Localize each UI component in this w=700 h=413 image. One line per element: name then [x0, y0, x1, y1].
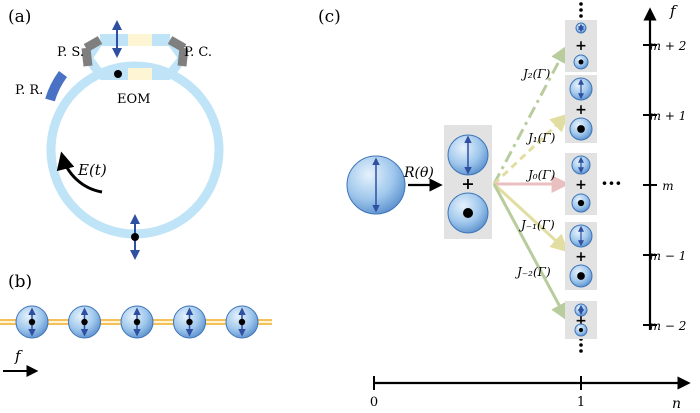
n-tick-label-1: 1 [577, 395, 585, 410]
rotation-label: R(θ) [403, 165, 434, 181]
sphere-b-5 [225, 305, 259, 339]
bessel-label-plus2: J₂(Γ) [520, 67, 551, 81]
panel-label-a: (a) [8, 7, 31, 27]
n-axis-label: n [672, 396, 681, 412]
svg-text:+: + [575, 38, 587, 54]
f-tick-label-3: m − 1 [650, 249, 687, 263]
panel-label-b: (b) [8, 272, 32, 292]
output-box-plus1: + [565, 75, 597, 143]
f-axis-ticks: m + 2 m + 1 m m − 1 m − 2 [643, 39, 686, 333]
output-box-0: + [565, 153, 597, 215]
polarization-splitter [81, 36, 103, 67]
f-tick-label-1: m + 1 [650, 109, 687, 123]
polarization-combiner [167, 36, 189, 67]
rotated-plus: + [461, 174, 474, 193]
column-ellipsis-top [579, 2, 583, 18]
sphere-b-3 [120, 305, 154, 339]
arrow-order-minus2 [492, 183, 568, 322]
eom-label: EOM [117, 92, 150, 107]
svg-text:+: + [575, 102, 587, 118]
f-tick-label-0: m + 2 [650, 39, 687, 53]
sphere-b-4 [173, 305, 206, 339]
bessel-label-minus1: J₋₁(Γ) [518, 218, 555, 232]
arrow-order-plus1 [492, 113, 569, 186]
eom-upper-segment [128, 34, 152, 46]
svg-text:+: + [575, 177, 587, 193]
pr-label: P. R. [15, 83, 43, 98]
svg-text:+: + [575, 249, 587, 265]
sphere-row [15, 305, 259, 339]
arrow-order-minus1 [492, 182, 569, 253]
f-tick-label-2: m [662, 179, 673, 193]
arrow-order-plus2 [492, 44, 568, 185]
polarization-rotator [45, 71, 68, 102]
output-box-minus1: + [565, 222, 597, 290]
bessel-label-minus2: J₋₂(Γ) [514, 265, 551, 279]
panel-label-c: (c) [318, 7, 341, 27]
svg-text:+: + [575, 313, 587, 329]
sphere-b-1 [15, 305, 49, 339]
f-axis-label-c: f [669, 2, 678, 20]
field-circulation-arrow [56, 151, 103, 194]
ps-label: P. S. [57, 45, 84, 60]
horizontal-polarization-dot [114, 70, 122, 78]
n-tick-label-0: 0 [370, 395, 378, 410]
field-label: E(t) [77, 161, 107, 179]
pc-label: P. C. [184, 45, 212, 60]
output-state-column: + + + + + [565, 20, 597, 339]
eom-lower-segment [128, 68, 152, 80]
sphere-b-2 [68, 305, 101, 339]
f-tick-label-4: m − 2 [650, 319, 687, 333]
bessel-label-0: J₀(Γ) [525, 168, 556, 182]
output-box-minus2: + [565, 301, 597, 339]
output-box-plus2: + [565, 20, 597, 72]
column-ellipsis-bottom [579, 337, 583, 353]
horizontal-ellipsis: ··· [601, 171, 622, 195]
bessel-label-plus1: J₁(Γ) [525, 131, 556, 145]
bottom-polarization-dot [131, 233, 139, 241]
f-axis-label-b: f [14, 347, 23, 365]
